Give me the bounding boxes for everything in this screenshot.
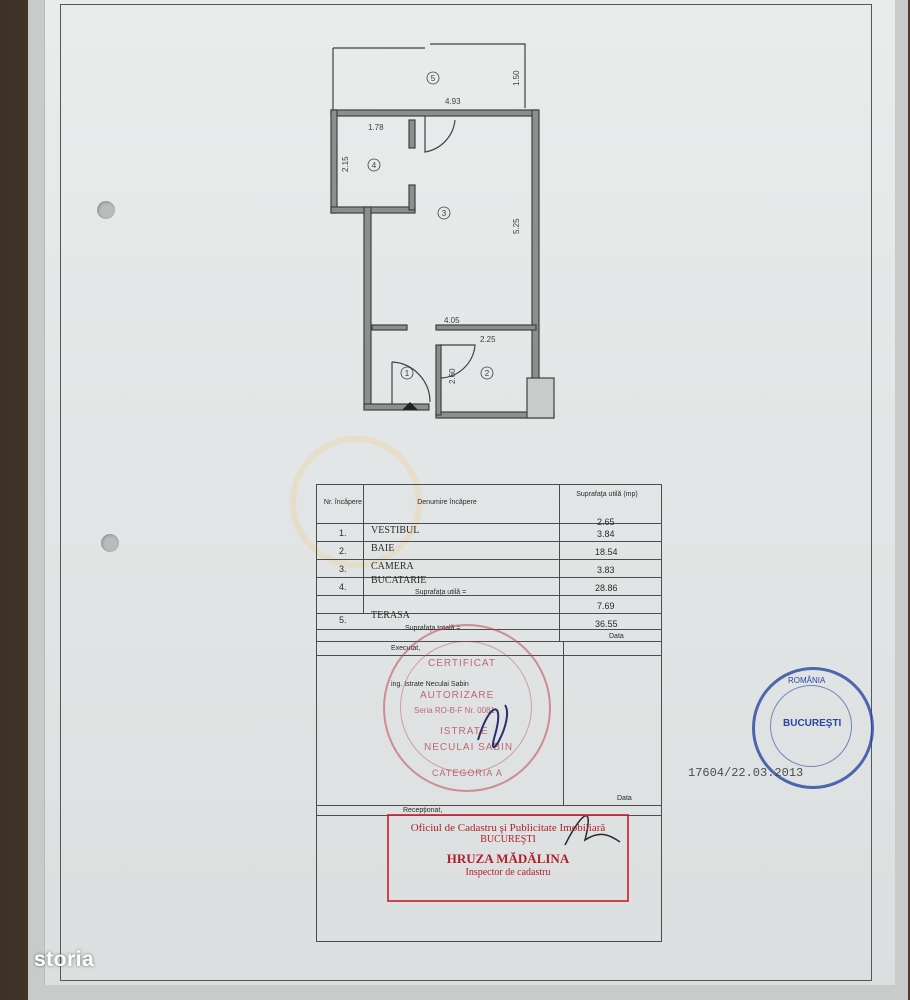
cadastru-stamp: Oficiul de Cadastru şi Publicitate Imobi… xyxy=(387,814,629,902)
header-nr: Nr. încăpere xyxy=(323,499,363,506)
executat-data-label: Data xyxy=(609,633,624,640)
row-4-nr: 4. xyxy=(339,582,347,592)
room-1-number: 1 xyxy=(405,369,410,378)
punch-hole-top xyxy=(97,201,115,219)
header-denumire: Denumire încăpere xyxy=(417,499,477,506)
ancpi-stamp-city: BUCUREŞTI xyxy=(783,718,842,729)
ancpi-stamp-top: ROMÂNIA xyxy=(788,676,826,685)
signature-inspector xyxy=(564,815,621,846)
row-5-area: 7.69 xyxy=(597,601,615,611)
page-frame xyxy=(60,4,872,981)
row-1-name: VESTIBUL xyxy=(371,525,420,536)
cadastru-inspector-title: Inspector de cadastru xyxy=(465,867,551,878)
total-label: Suprafaţa totală = xyxy=(405,625,461,632)
row-1-area: 2.65 xyxy=(597,517,615,527)
room-4-number: 4 xyxy=(372,161,377,170)
storia-watermark-logo xyxy=(290,436,422,568)
receptionat-data-label: Data xyxy=(617,795,632,802)
stamp-seria: Seria RO-B-F Nr. 0081 xyxy=(414,706,495,715)
dim-178: 1.78 xyxy=(368,123,384,132)
row-5-name: TERASA xyxy=(371,610,410,621)
room-5-number: 5 xyxy=(431,74,436,83)
room-2-number: 2 xyxy=(485,369,490,378)
dim-405: 4.05 xyxy=(444,316,460,325)
row-5-nr: 5. xyxy=(339,615,347,625)
document-sheet xyxy=(44,0,895,985)
punch-hole-bottom xyxy=(101,534,119,552)
row-2-name: BAIE xyxy=(371,543,395,554)
dim-150: 1.50 xyxy=(512,70,521,86)
receptionat-label: Recepţionat, xyxy=(403,807,443,814)
util-value: 28.86 xyxy=(595,583,618,593)
row-3-nr: 3. xyxy=(339,564,347,574)
util-label: Suprafaţa utilă = xyxy=(415,589,467,596)
room-3-number: 3 xyxy=(442,209,447,218)
dim-260: 2.60 xyxy=(448,368,457,384)
cadastru-inspector-name: HRUZA MĂDĂLINA xyxy=(446,851,570,866)
header-suprafata: Suprafaţa utilă (mp) xyxy=(576,491,638,498)
row-4-name: BUCATARIE xyxy=(371,575,427,586)
total-value: 36.55 xyxy=(595,619,618,629)
stamp-categoria: CATEGORIA A xyxy=(432,768,503,778)
row-2-nr: 2. xyxy=(339,546,347,556)
signature-executant xyxy=(477,704,508,749)
stamp-autorizare: AUTORIZARE xyxy=(420,690,495,701)
stamp-certificat: CERTIFICAT xyxy=(428,658,496,669)
certificate-stamp-inner xyxy=(400,641,532,773)
ancpi-stamp-inner xyxy=(770,685,852,767)
cadastru-city: BUCUREŞTI xyxy=(480,834,536,845)
stamp-name-2: NECULAI SABIN xyxy=(424,742,514,753)
row-3-area: 18.54 xyxy=(595,547,618,557)
executat-label: Executat, xyxy=(391,645,421,652)
storia-logo: storia xyxy=(34,948,95,971)
dim-493: 4.93 xyxy=(445,97,461,106)
cadastru-office: Oficiul de Cadastru şi Publicitate Imobi… xyxy=(410,822,606,834)
row-2-area: 3.84 xyxy=(597,529,615,539)
row-1-nr: 1. xyxy=(339,528,347,538)
row-4-area: 3.83 xyxy=(597,565,615,575)
dim-525: 5.25 xyxy=(512,218,521,234)
stamp-name-1: ISTRATE xyxy=(440,726,489,737)
ancpi-stamp xyxy=(752,667,874,789)
row-3-name: CAMERA xyxy=(371,561,414,572)
dim-215: 2.15 xyxy=(341,156,350,172)
registration-number: 17604/22.03.2013 xyxy=(688,766,804,780)
dim-225: 2.25 xyxy=(480,335,496,344)
certificate-stamp xyxy=(383,624,551,792)
